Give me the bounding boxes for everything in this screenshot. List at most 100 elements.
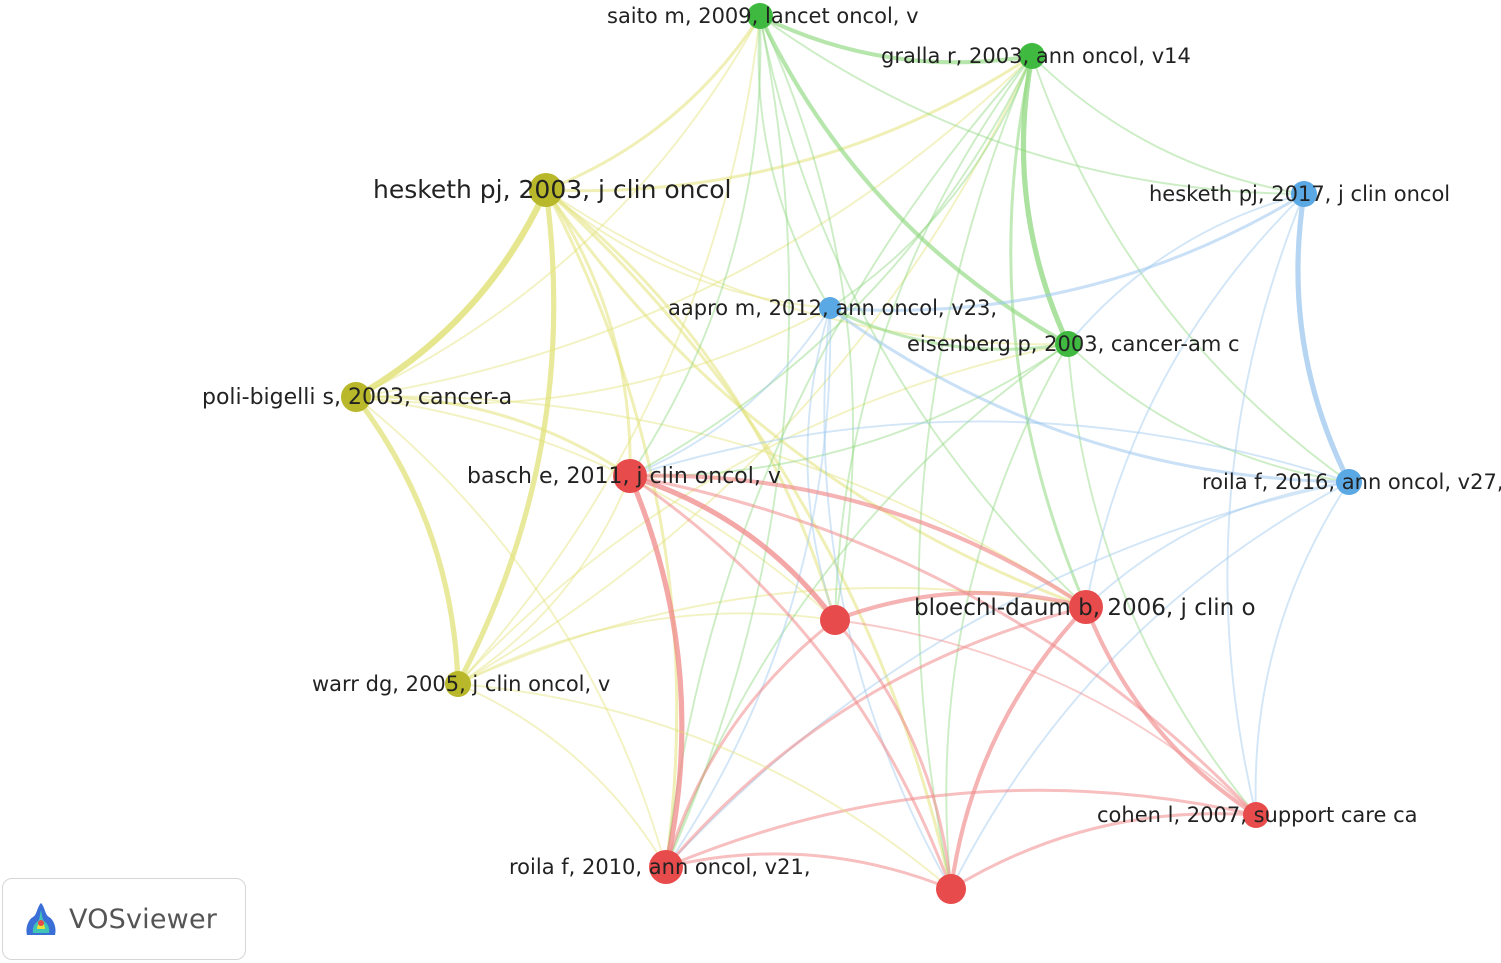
link-hesketh2003-red_bottom	[544, 188, 953, 891]
vosviewer-badge[interactable]: VOSviewer	[2, 878, 246, 960]
link-red_mid-roila2010	[664, 618, 837, 869]
node-label-poli2003[interactable]: poli-bigelli s, 2003, cancer-a	[202, 385, 512, 410]
links-layer	[352, 13, 1352, 892]
link-warr2005-saito2009	[457, 15, 761, 685]
link-roila2010-red_bottom	[664, 852, 953, 891]
link-hesketh2003-saito2009	[544, 14, 762, 192]
node-label-bloechl2006[interactable]: bloechl-daum b, 2006, j clin o	[914, 595, 1256, 621]
link-red_mid-red_bottom	[833, 618, 953, 891]
link-poli2003-roila2010	[355, 396, 667, 868]
link-roila2016-basch2011	[629, 420, 1350, 483]
link-warr2005-gralla2003	[457, 55, 1033, 685]
node-hesketh2017[interactable]	[1291, 181, 1317, 207]
node-label-aapro2012[interactable]: aapro m, 2012, ann oncol, v23,	[668, 296, 997, 320]
node-warr2005[interactable]	[445, 671, 471, 697]
nodes-layer	[341, 3, 1362, 904]
link-basch2011-roila2010	[627, 473, 685, 870]
node-saito2009[interactable]	[747, 3, 773, 29]
link-roila2016-bloechl2006	[1085, 481, 1350, 608]
link-eisenberg2003-cohen2007	[1067, 343, 1257, 816]
link-hesketh2017-eisenberg2003	[1067, 193, 1305, 345]
link-basch2011-bloechl2006	[627, 473, 1089, 610]
link-poli2003-saito2009	[355, 15, 761, 398]
link-aapro2012-roila2016	[828, 306, 1351, 484]
link-hesketh2003-aapro2012	[545, 189, 831, 309]
link-eisenberg2003-aapro2012	[828, 306, 1070, 351]
link-saito2009-roila2010	[665, 15, 791, 868]
link-poli2003-basch2011	[354, 395, 632, 478]
link-eisenberg2003-roila2016	[1067, 343, 1350, 483]
node-red_mid[interactable]	[820, 605, 850, 635]
link-hesketh2003-red_mid	[544, 188, 837, 622]
link-poli2003-gralla2003	[355, 55, 1033, 398]
link-hesketh2003-gralla2003	[544, 54, 1034, 193]
vosviewer-brand-text: VOSviewer	[69, 903, 218, 935]
link-basch2011-red_bottom	[628, 474, 953, 891]
node-label-roila2010[interactable]: roila f, 2010, ann oncol, v21,	[509, 855, 811, 879]
node-red_bottom[interactable]	[936, 874, 966, 904]
link-gralla2003-red_bottom	[917, 55, 1033, 890]
node-poli2003[interactable]	[341, 382, 371, 412]
link-warr2005-red_bottom	[457, 683, 952, 890]
link-warr2005-basch2011	[457, 475, 631, 685]
link-poli2003-bloechl2006	[355, 395, 1087, 608]
link-saito2009-red_mid	[759, 15, 855, 621]
link-gralla2003-roila2016	[1031, 55, 1350, 483]
link-bloechl2006-roila2010	[664, 605, 1088, 869]
node-label-hesketh2003[interactable]: hesketh pj, 2003, j clin oncol	[373, 175, 731, 204]
link-gralla2003-bloechl2006	[1009, 54, 1088, 609]
node-label-basch2011[interactable]: basch e, 2011, j clin oncol, v	[467, 464, 781, 489]
node-gralla2003[interactable]	[1019, 43, 1045, 69]
link-saito2009-hesketh2017	[759, 15, 1305, 195]
node-label-saito2009[interactable]: saito m, 2009, lancet oncol, v	[607, 4, 919, 28]
node-roila2016[interactable]	[1336, 469, 1362, 495]
link-red_bottom-cohen2007	[949, 812, 1258, 891]
link-aapro2012-red_mid	[806, 307, 836, 621]
link-roila2010-cohen2007	[664, 788, 1258, 869]
link-roila2016-cohen2007	[1254, 481, 1350, 816]
link-gralla2003-roila2010	[665, 55, 1033, 868]
link-warr2005-eisenberg2003	[457, 343, 1069, 685]
link-warr2005-red_mid	[457, 612, 836, 685]
node-basch2011[interactable]	[613, 459, 647, 493]
link-hesketh2003-poli2003	[352, 186, 550, 401]
link-hesketh2017-aapro2012	[828, 192, 1306, 312]
link-aapro2012-basch2011	[629, 307, 831, 477]
node-label-warr2005[interactable]: warr dg, 2005, j clin oncol, v	[312, 672, 610, 696]
node-cohen2007[interactable]	[1243, 802, 1269, 828]
link-gralla2003-basch2011	[629, 55, 1033, 477]
node-label-cohen2007[interactable]: cohen l, 2007, support care ca	[1097, 803, 1418, 827]
vosviewer-logo-icon	[26, 903, 56, 935]
node-bloechl2006[interactable]	[1069, 590, 1103, 624]
link-saito2009-bloechl2006	[759, 15, 1087, 608]
link-hesketh2017-bloechl2006	[1085, 193, 1305, 608]
link-gralla2003-eisenberg2003	[1020, 53, 1071, 347]
node-label-roila2016[interactable]: roila f, 2016, ann oncol, v27,	[1202, 470, 1501, 494]
link-aapro2012-roila2010	[665, 307, 832, 868]
node-label-hesketh2017[interactable]: hesketh pj, 2017, j clin oncol	[1149, 182, 1450, 206]
node-eisenberg2003[interactable]	[1055, 331, 1081, 357]
labels-layer: saito m, 2009, lancet oncol, v gralla r, …	[202, 4, 1501, 879]
link-hesketh2017-roila2016	[1295, 191, 1352, 485]
node-hesketh2003[interactable]	[529, 173, 563, 207]
link-basch2011-cohen2007	[628, 474, 1258, 817]
node-roila2010[interactable]	[649, 850, 683, 884]
link-bloechl2006-cohen2007	[1083, 604, 1259, 818]
link-hesketh2003-roila2010	[544, 188, 679, 869]
link-basch2011-red_mid	[627, 473, 838, 623]
link-hesketh2003-bloechl2006	[544, 188, 1088, 609]
link-hesketh2003-warr2005	[455, 187, 557, 687]
link-poli2003-red_mid	[355, 396, 836, 621]
link-hesketh2017-cohen2007	[1226, 193, 1305, 816]
node-label-gralla2003[interactable]: gralla r, 2003, ann oncol, v14	[881, 44, 1191, 68]
node-aapro2012[interactable]	[819, 297, 841, 319]
link-warr2005-roila2010	[457, 683, 667, 868]
link-poli2003-aapro2012	[355, 307, 831, 405]
link-roila2016-red_bottom	[950, 481, 1350, 890]
link-red_mid-cohen2007	[834, 619, 1257, 816]
link-eisenberg2003-red_bottom	[945, 343, 1069, 890]
node-label-eisenberg2003[interactable]: eisenberg p, 2003, cancer-am c	[907, 332, 1240, 356]
link-saito2009-aapro2012	[757, 15, 831, 309]
link-roila2016-roila2010	[665, 481, 1350, 868]
